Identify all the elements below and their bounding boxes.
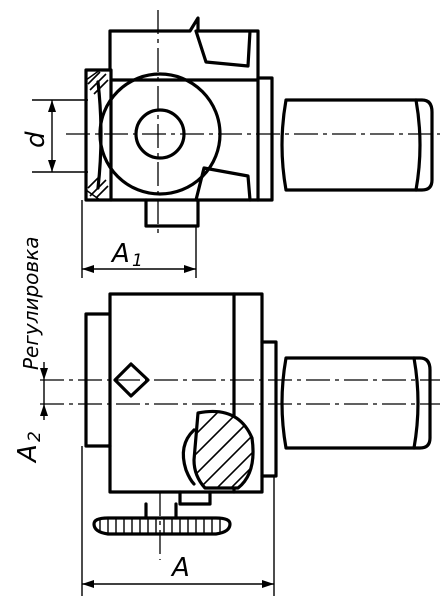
section-cut-edge [181, 428, 196, 486]
label-d: d [21, 131, 51, 148]
body-groove-lower [144, 166, 252, 228]
dimension-a-arrow-left [82, 580, 94, 588]
top-block-step [256, 76, 274, 202]
knurl-teeth [99, 518, 221, 534]
shank-bottom [280, 356, 432, 450]
shank-top [280, 98, 434, 192]
dimension-d-arrow-bottom [48, 160, 56, 172]
dimension-d-arrow-top [48, 100, 56, 112]
knob-stem [144, 502, 178, 520]
knurled-knob [92, 516, 232, 536]
clamp-plate-chamfer [85, 69, 101, 201]
shank-bottom-end [412, 356, 420, 450]
section-cut [192, 409, 255, 490]
top-view [66, 10, 440, 236]
dimension-a: A [81, 446, 275, 596]
label-a1-subscript: 1 [132, 251, 143, 271]
dimension-d: d [21, 99, 88, 173]
label-regulation: Регулировка [19, 236, 43, 370]
dimension-a2-arrow-bottom [40, 404, 48, 416]
label-a: A [170, 553, 190, 583]
label-a2-subscript: 2 [25, 431, 45, 442]
bottom-view [40, 292, 440, 560]
shank-top-end [414, 98, 422, 192]
section-hatching [194, 411, 254, 488]
right-step [260, 340, 278, 478]
dimension-a1-arrow-left [82, 265, 94, 273]
dimension-a2: A 2 Регулировка [13, 236, 48, 464]
corner-hatch-top [87, 71, 109, 95]
label-a1: A [110, 239, 130, 269]
dimension-a1: A 1 [81, 200, 197, 278]
dimension-a2-arrow-top [40, 368, 48, 380]
dimension-a1-arrow-right [184, 265, 196, 273]
top-block-outline [108, 16, 260, 80]
corner-hatch-bottom [87, 175, 109, 199]
label-a2: A [13, 444, 43, 464]
dimension-a-arrow-right [262, 580, 274, 588]
bottom-tab [178, 490, 212, 506]
